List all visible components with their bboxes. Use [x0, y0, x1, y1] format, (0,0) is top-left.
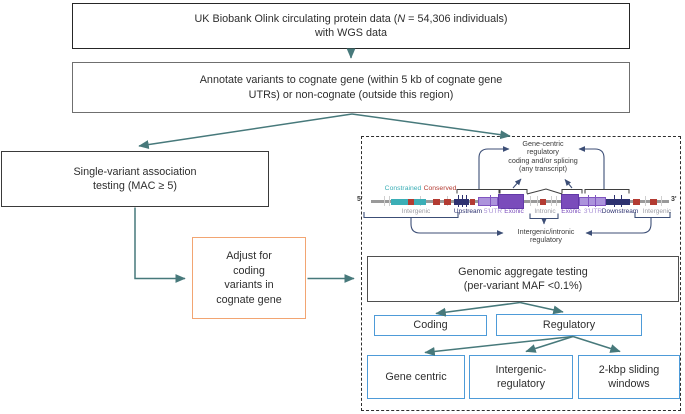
- label-upstream: Upstream: [453, 208, 483, 215]
- variant-tick-navy: [621, 195, 622, 207]
- flow-box-single-variant: Single-variant association testing (MAC …: [1, 151, 269, 207]
- flow-box-regulatory: Regulatory: [496, 314, 642, 336]
- top-annot-line2: regulatory: [527, 147, 559, 157]
- flow-box-annotate: Annotate variants to cognate gene (withi…: [72, 62, 630, 113]
- single-variant-line2: testing (MAC ≥ 5): [93, 180, 177, 192]
- label-intronic: Intronic: [534, 208, 556, 215]
- segment-conserved: [633, 198, 640, 205]
- intergenic-reg-line1: Intergenic-: [495, 363, 547, 376]
- variant-tick-purple: [490, 195, 491, 207]
- adjust-line4: cognate gene: [216, 293, 282, 306]
- variant-tick: [556, 196, 557, 206]
- aggregate-line1: Genomic aggregate testing: [458, 265, 588, 278]
- bottom-annot-line1: Intergenic/intronic: [517, 227, 575, 236]
- variant-tick-navy: [466, 195, 467, 207]
- segment-conserved: [408, 198, 414, 205]
- label-3utr: 3'UTR: [583, 208, 603, 215]
- adjust-line2: coding: [233, 264, 265, 277]
- three-prime-label: 3': [671, 196, 677, 203]
- flow-box-cohort: UK Biobank Olink circulating protein dat…: [72, 3, 630, 49]
- variant-tick: [384, 196, 385, 206]
- label-exonic-right: Exonic: [561, 208, 581, 215]
- annotate-line2: UTRs) or non-cognate (outside this regio…: [248, 88, 454, 101]
- annotation-gene-centric-regulatory: Gene-centric regulatory coding and/or sp…: [488, 139, 598, 174]
- sliding-line1: 2-kbp sliding: [598, 363, 660, 376]
- flow-box-gene-centric: Gene centric: [367, 355, 465, 399]
- intergenic-reg-line2: regulatory: [496, 378, 545, 390]
- cohort-line1: UK Biobank Olink circulating protein dat…: [194, 12, 508, 25]
- annotate-line1: Annotate variants to cognate gene (withi…: [199, 74, 503, 86]
- segment-upstream: [454, 198, 469, 205]
- label-downstream: Downstream: [601, 208, 639, 215]
- flow-box-genomic-aggregate: Genomic aggregate testing (per-variant M…: [367, 256, 679, 302]
- segment-conserved: [650, 198, 657, 205]
- arrow-annotate-to-single-variant: [138, 113, 353, 150]
- bottom-annot-line2: regulatory: [530, 235, 562, 245]
- coding-label: Coding: [413, 319, 448, 332]
- flow-box-coding: Coding: [374, 315, 487, 336]
- variant-tick-navy: [462, 195, 463, 207]
- variant-tick: [537, 196, 538, 206]
- adjust-line3: variants in: [224, 279, 274, 291]
- segment-conserved: [433, 198, 440, 205]
- arrow-single-variant-to-adjust: [134, 207, 186, 283]
- variant-tick: [389, 196, 390, 206]
- variant-tick: [661, 196, 662, 206]
- top-annot-line3: coding and/or splicing: [508, 155, 578, 165]
- top-annot-line4: (any transcript): [519, 164, 567, 174]
- aggregate-line2: (per-variant MAF <0.1%): [463, 280, 583, 292]
- segment-5utr: [478, 197, 498, 206]
- segment-constrained: [391, 198, 408, 205]
- segment-conserved: [540, 198, 546, 205]
- label-intergenic-right: Intergenic: [642, 208, 672, 215]
- label-exonic-left: Exonic: [504, 208, 524, 215]
- flow-box-intergenic-regulatory: Intergenic- regulatory: [469, 355, 573, 399]
- cohort-line2: with WGS data: [314, 27, 387, 39]
- conserved-label: Conserved: [423, 185, 457, 192]
- variant-tick-navy: [614, 195, 615, 207]
- five-prime-label: 5': [357, 196, 363, 203]
- variant-tick: [530, 196, 531, 206]
- flow-box-sliding-windows: 2-kbp sliding windows: [578, 355, 680, 399]
- variant-tick: [551, 196, 552, 206]
- gene-centric-label: Gene centric: [385, 370, 447, 383]
- segment-exon-right: [561, 194, 579, 209]
- segment-conserved: [470, 198, 475, 205]
- constrained-label: Constrained: [384, 185, 422, 192]
- label-5utr: 5'UTR: [483, 208, 503, 215]
- label-intergenic-left: Intergenic: [401, 208, 431, 215]
- segment-conserved: [444, 198, 451, 205]
- regulatory-label: Regulatory: [542, 318, 596, 331]
- segment-exon-left: [498, 194, 524, 209]
- variant-tick: [645, 196, 646, 206]
- segment-3utr: [579, 197, 606, 206]
- adjust-line1: Adjust for: [226, 250, 272, 262]
- variant-tick-purple: [588, 195, 589, 207]
- arrow-annotate-to-gene-panel: [351, 113, 511, 140]
- segment-constrained: [414, 198, 426, 205]
- flow-box-adjust-coding: Adjust for coding variants in cognate ge…: [192, 237, 306, 319]
- single-variant-line1: Single-variant association: [73, 165, 197, 178]
- annotation-intergenic-intronic-regulatory: Intergenic/intronic regulatory: [496, 227, 596, 245]
- segment-downstream: [606, 198, 630, 205]
- top-annot-line1: Gene-centric: [522, 139, 564, 148]
- variant-tick-purple: [595, 195, 596, 207]
- variant-tick-navy: [458, 195, 459, 207]
- sliding-line2: windows: [608, 378, 650, 390]
